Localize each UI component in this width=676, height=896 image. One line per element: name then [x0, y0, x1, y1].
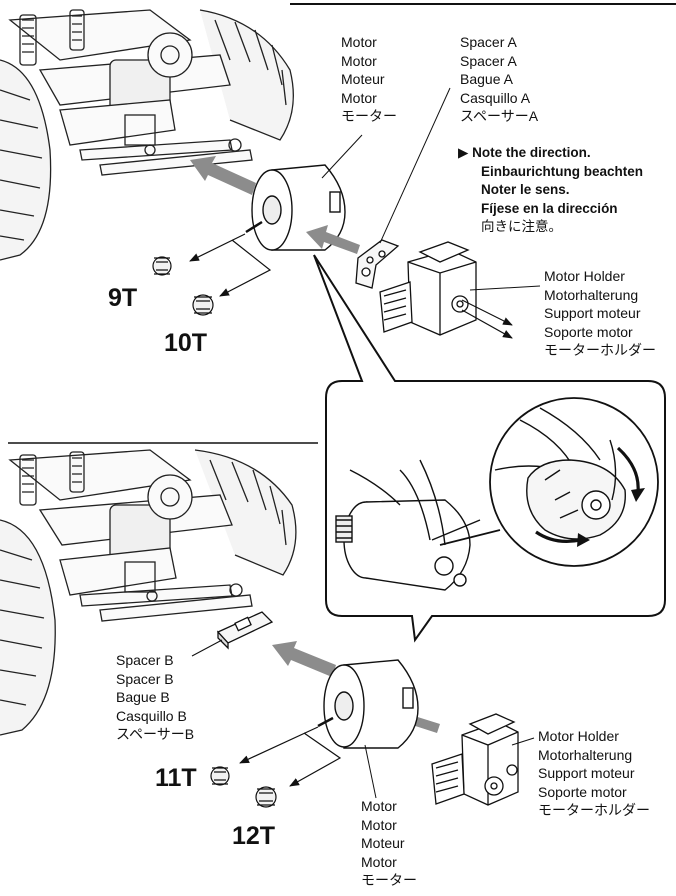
pinion-11t-label: 11T [155, 764, 197, 792]
direction-marker-icon: ▶ [458, 145, 469, 160]
top-motor-label: Motor Motor Moteur Motor モーター [341, 33, 397, 126]
bottom-holder-label-es: Soporte motor [538, 783, 627, 800]
spacer-b-label: Spacer B Spacer B Bague B Casquillo B スペ… [116, 651, 194, 744]
top-holder-label-fr: Support moteur [544, 305, 641, 321]
top-motor-holder-label: Motor Holder Motorhalterung Support mote… [544, 267, 656, 360]
bottom-motor-label: Motor Motor Moteur Motor モーター [361, 797, 417, 890]
bottom-insert-arrow [272, 641, 336, 677]
top-holder-label-de: Motorhalterung [544, 286, 639, 303]
top-motor-label-jp: モーター [341, 108, 397, 124]
bottom-holder-label-fr: Support moteur [538, 765, 635, 781]
top-motor-label-fr: Moteur [341, 71, 385, 87]
direction-note-en: Note the direction. [472, 145, 591, 160]
top-pinion-arrows [189, 233, 272, 297]
pinion-10t-label: 10T [164, 329, 208, 357]
top-chassis-illustration [0, 9, 294, 261]
direction-note: ▶ Note the direction. Einbaurichtung bea… [458, 144, 643, 237]
spacer-b-label-fr: Bague B [116, 689, 170, 705]
direction-note-fr: Noter le sens. [481, 182, 570, 197]
bottom-motor-holder [431, 713, 519, 806]
direction-note-jp: 向きに注意。 [481, 219, 562, 234]
spacer-b-illustration [216, 611, 274, 650]
bottom-pinion-arrows [239, 726, 342, 787]
bottom-holder-label-de: Motorhalterung [538, 746, 633, 763]
top-leader-lines [321, 87, 541, 291]
top-holder-label-en: Motor Holder [544, 268, 625, 284]
direction-note-es: Fíjese en la dirección [481, 200, 618, 216]
top-holder-label-jp: モーターホルダー [544, 342, 656, 358]
top-motor-label-en: Motor [341, 34, 377, 50]
spacer-a-label-fr: Bague A [460, 71, 513, 87]
bottom-pinion-11t [210, 766, 230, 786]
spacer-b-label-en: Spacer B [116, 652, 174, 668]
bottom-motor-holder-label: Motor Holder Motorhalterung Support mote… [538, 727, 650, 820]
direction-note-de: Einbaurichtung beachten [481, 163, 644, 179]
callout-motor [335, 459, 501, 591]
bottom-motor-label-en: Motor [361, 798, 397, 814]
bottom-motor [317, 659, 419, 749]
bottom-motor-label-fr: Moteur [361, 835, 405, 851]
spacer-b-label-es: Casquillo B [116, 707, 187, 724]
bottom-motor-label-jp: モーター [361, 872, 417, 888]
top-push-arrow [306, 225, 360, 254]
bottom-leader-lines [191, 639, 535, 799]
magnifier-detail [494, 407, 626, 540]
spacer-a-label: Spacer A Spacer A Bague A Casquillo A スペ… [460, 33, 538, 126]
bottom-motor-label-es: Motor [361, 853, 397, 870]
top-motor-label-de: Motor [341, 52, 377, 69]
rotation-arrows [535, 446, 640, 543]
top-holder-label-es: Soporte motor [544, 323, 633, 340]
bottom-chassis-illustration [0, 449, 297, 736]
spacer-a-label-es: Casquillo A [460, 89, 531, 106]
top-motor-holder [379, 241, 477, 336]
bottom-holder-label-jp: モーターホルダー [538, 802, 650, 818]
spacer-b-label-jp: スペーサーB [116, 726, 195, 742]
pinion-12t-label: 12T [232, 822, 276, 850]
top-pinion-9t [152, 256, 172, 276]
spacer-b-label-de: Spacer B [116, 670, 174, 687]
spacer-a-label-jp: スペーサーA [460, 108, 539, 124]
bottom-holder-label-en: Motor Holder [538, 728, 619, 744]
spacer-a-label-en: Spacer A [460, 34, 517, 50]
top-motor-label-es: Motor [341, 89, 377, 106]
pinion-9t-label: 9T [108, 284, 138, 312]
rotation-arrow-head-right [631, 488, 645, 502]
top-insert-arrow [190, 156, 256, 195]
top-holder-arrow [461, 299, 513, 339]
spacer-a-label-de: Spacer A [460, 52, 517, 69]
bottom-motor-label-de: Motor [361, 816, 397, 833]
spacer-a-illustration [355, 239, 400, 289]
bottom-pinion-12t [255, 786, 277, 808]
top-pinion-10t [192, 294, 214, 316]
rotation-arrow-head-left [577, 533, 590, 547]
